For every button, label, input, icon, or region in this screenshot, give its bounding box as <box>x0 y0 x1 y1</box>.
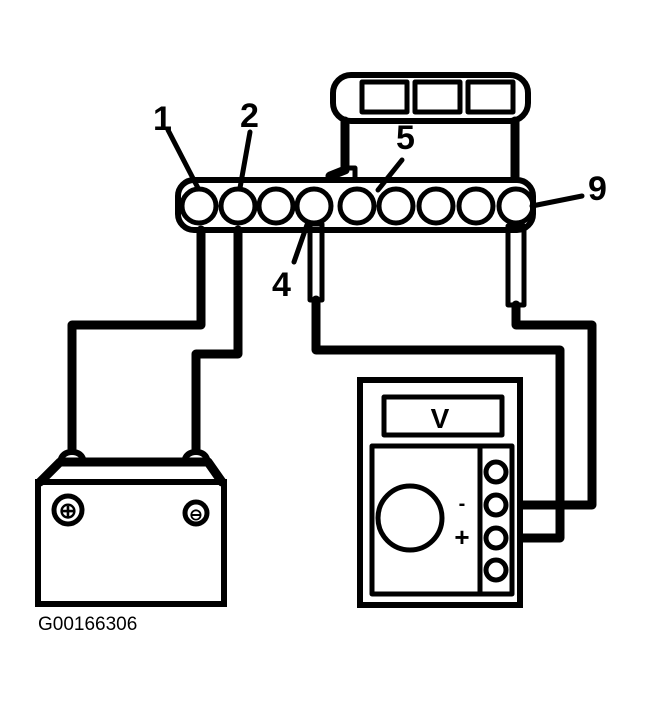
jack-1 <box>483 459 509 485</box>
top-connector <box>330 72 531 124</box>
jack-4 <box>483 557 509 583</box>
multimeter: V - + <box>357 377 523 608</box>
callout-2: 2 <box>240 97 259 135</box>
meter-dial <box>375 483 445 553</box>
jack-plus <box>483 525 509 551</box>
meter-minus-symbol: - <box>459 493 466 515</box>
callout-4: 4 <box>272 266 291 304</box>
lead-pin-2 <box>191 225 243 460</box>
meter-display <box>381 394 505 438</box>
pin-5 <box>337 186 377 226</box>
battery-leads <box>67 225 243 460</box>
meter-leads <box>311 295 597 543</box>
figure-id: G00166306 <box>38 614 137 635</box>
terminal-strip <box>175 177 536 233</box>
callout-5: 5 <box>396 119 415 157</box>
probes <box>307 221 527 308</box>
lead-pin-4 <box>311 295 565 543</box>
harness-loop <box>325 116 520 185</box>
callout-9: 9 <box>588 170 607 208</box>
battery-positive-symbol: ⊕ <box>59 498 77 523</box>
lead-pin-1 <box>67 225 206 460</box>
meter-plus-symbol: + <box>454 522 469 552</box>
jack-minus <box>483 492 509 518</box>
lead-pin-9 <box>495 300 597 510</box>
battery-negative-symbol: ⊖ <box>189 507 202 524</box>
callout-1: 1 <box>153 100 172 138</box>
meter-display-unit: V <box>431 403 450 434</box>
callout-leaders <box>165 127 585 265</box>
battery: ⊕ ⊖ <box>35 448 227 607</box>
